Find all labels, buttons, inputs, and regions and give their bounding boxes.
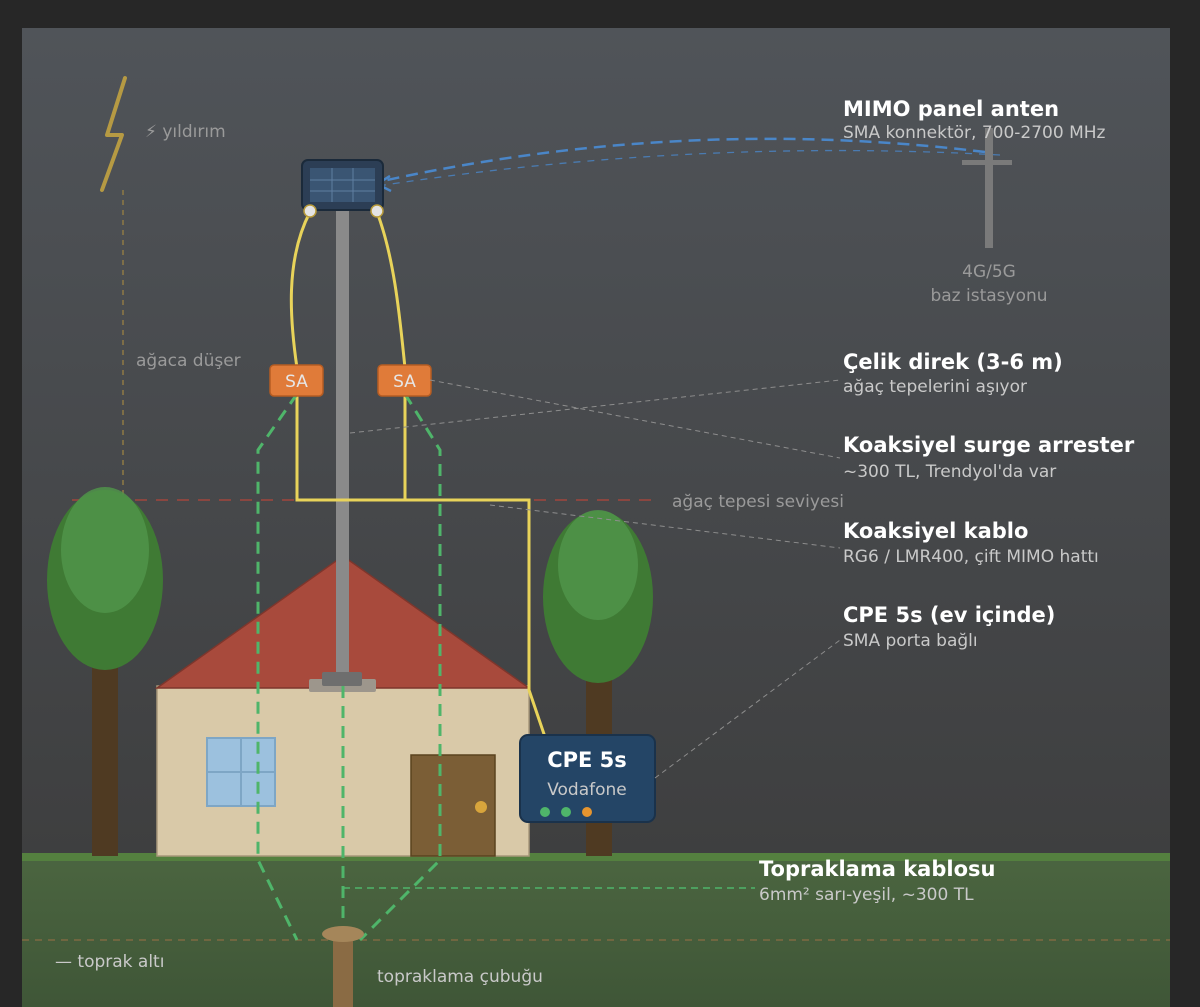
cpe-led-green xyxy=(561,807,571,817)
cpe-device-subtitle: Vodafone xyxy=(547,780,627,800)
base-station-crossbar xyxy=(962,160,1012,165)
coax-cable-left-upper xyxy=(289,211,312,369)
callout-mast-sub: ağaç tepelerini aşıyor xyxy=(843,377,1027,397)
house-door xyxy=(410,754,496,857)
callout-ground-cable-title: Topraklama kablosu xyxy=(759,857,995,881)
surge-arrester-box xyxy=(269,364,324,397)
lightning-label: ⚡ yıldırım xyxy=(145,122,226,142)
surge-arrester-label: SA xyxy=(285,372,308,392)
ground-wire-right xyxy=(358,393,442,942)
lightning-bolt-icon xyxy=(100,76,127,192)
leader-line-surge xyxy=(429,379,841,459)
right-tree-highlight xyxy=(558,510,638,620)
grounding-rod-label: topraklama çubuğu xyxy=(377,967,543,987)
sma-connector-right xyxy=(370,204,384,218)
cpe-device-title: CPE 5s xyxy=(547,748,627,772)
base-station-label-line2: baz istasyonu xyxy=(930,286,1047,306)
surge-arrester-left: SA xyxy=(269,364,324,397)
grounding-rod-head xyxy=(322,926,364,942)
leader-lines xyxy=(349,379,841,779)
surge-arrester-right: SA xyxy=(377,364,432,397)
base-station-tower xyxy=(985,128,993,248)
cpe-led-orange xyxy=(582,807,592,817)
cpe-led-green xyxy=(540,807,550,817)
mast-base-bracket xyxy=(322,672,362,686)
left-tree-highlight xyxy=(61,487,149,613)
callout-cpe-sub: SMA porta bağlı xyxy=(843,631,978,651)
callout-mast-title: Çelik direk (3-6 m) xyxy=(843,350,1063,374)
grounding-rod xyxy=(333,935,353,1007)
left-tree-trunk xyxy=(92,660,118,856)
leader-line-mast xyxy=(349,379,841,434)
callout-antenna-sub: SMA konnektör, 700-2700 MHz xyxy=(843,123,1106,143)
ground-area xyxy=(22,856,1170,1007)
door-knob xyxy=(475,801,487,813)
callout-surge-title: Koaksiyel surge arrester xyxy=(843,433,1135,457)
base-station-signal-2 xyxy=(377,149,1001,187)
coax-cable-left-lower xyxy=(295,394,547,738)
ground-wires xyxy=(256,393,442,942)
callout-antenna-title: MIMO panel anten xyxy=(843,97,1059,121)
base-station-label-line1: 4G/5G xyxy=(962,262,1016,282)
base-station-signal xyxy=(377,137,986,184)
callout-coax-sub: RG6 / LMR400, çift MIMO hattı xyxy=(843,547,1099,567)
coax-cables xyxy=(289,211,547,738)
tree-top-level-label: ağaç tepesi seviyesi xyxy=(672,492,844,512)
coax-cable-right-upper xyxy=(375,211,407,369)
callout-ground-cable-sub: 6mm² sarı-yeşil, ~300 TL xyxy=(759,885,974,905)
callout-cpe-title: CPE 5s (ev içinde) xyxy=(843,603,1055,627)
mast-pole xyxy=(336,205,349,675)
grass-strip xyxy=(22,853,1170,861)
lightning-path-label: ağaca düşer xyxy=(136,351,241,371)
ground-wire-left xyxy=(256,393,299,941)
leader-line-cpe xyxy=(654,639,841,779)
underground-label: — toprak altı xyxy=(55,952,164,972)
cpe-device xyxy=(519,734,656,823)
callout-surge-sub: ~300 TL, Trendyol'da var xyxy=(843,462,1056,482)
sma-connector-left xyxy=(303,204,317,218)
antenna-grid xyxy=(310,168,375,202)
surge-arrester-label: SA xyxy=(393,372,416,392)
leader-line-coax xyxy=(489,504,841,549)
callout-coax-title: Koaksiyel kablo xyxy=(843,519,1028,543)
